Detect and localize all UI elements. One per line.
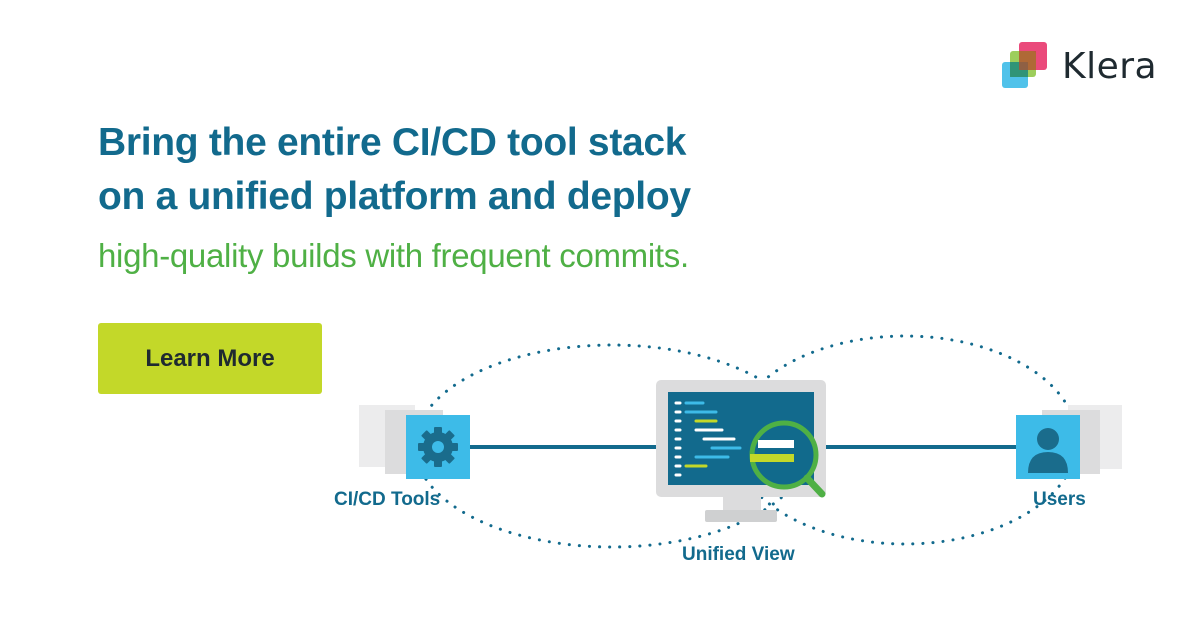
code-lines	[674, 401, 742, 477]
headline-line-2: on a unified platform and deploy	[98, 175, 691, 218]
headline: Bring the entire CI/CD tool stack on a u…	[98, 116, 691, 224]
learn-more-button[interactable]: Learn More	[98, 323, 322, 394]
magnifier-icon	[749, 420, 826, 498]
cicd-tools-label: CI/CD Tools	[334, 489, 441, 510]
users-label: Users	[1033, 489, 1086, 510]
headline-line-1: Bring the entire CI/CD tool stack	[98, 121, 687, 164]
gear-icon	[418, 427, 458, 467]
brand-name: Klera	[1062, 46, 1158, 87]
subheadline: high-quality builds with frequent commit…	[98, 237, 689, 274]
brand-logo[interactable]: Klera	[1000, 40, 1170, 92]
unified-view-label: Unified View	[682, 544, 795, 565]
monitor-node	[656, 380, 826, 522]
cicd-tools-node	[359, 405, 470, 479]
klera-logo-icon	[1002, 42, 1047, 88]
users-node	[1016, 405, 1122, 479]
user-icon	[1028, 428, 1068, 473]
